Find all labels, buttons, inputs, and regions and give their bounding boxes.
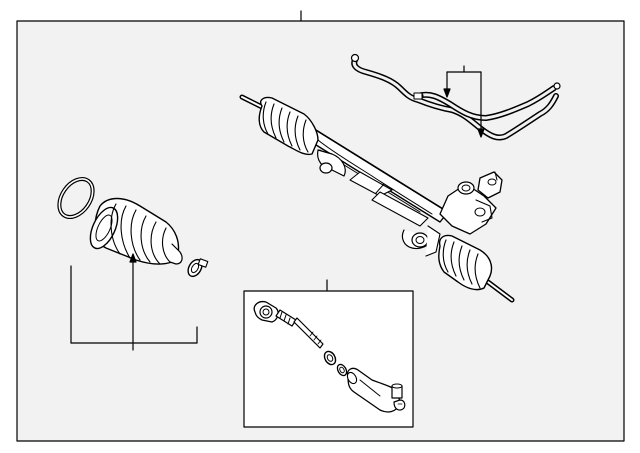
rack-boot[interactable]	[85, 197, 183, 265]
power-steering-hose-lines[interactable]	[350, 53, 561, 141]
hose-callout-bracket	[443, 65, 485, 138]
jam-nut[interactable]	[322, 349, 348, 377]
boot-clamp-small[interactable]	[185, 257, 209, 279]
rack-right-bellows[interactable]	[438, 234, 493, 291]
inner-tie-rod[interactable]	[253, 300, 324, 349]
boot-clamp-large[interactable]	[52, 173, 99, 223]
boot-kit-callout-bracket	[70, 253, 198, 351]
rack-left-bellows[interactable]	[258, 96, 319, 156]
outer-tie-rod-end[interactable]	[346, 367, 406, 413]
